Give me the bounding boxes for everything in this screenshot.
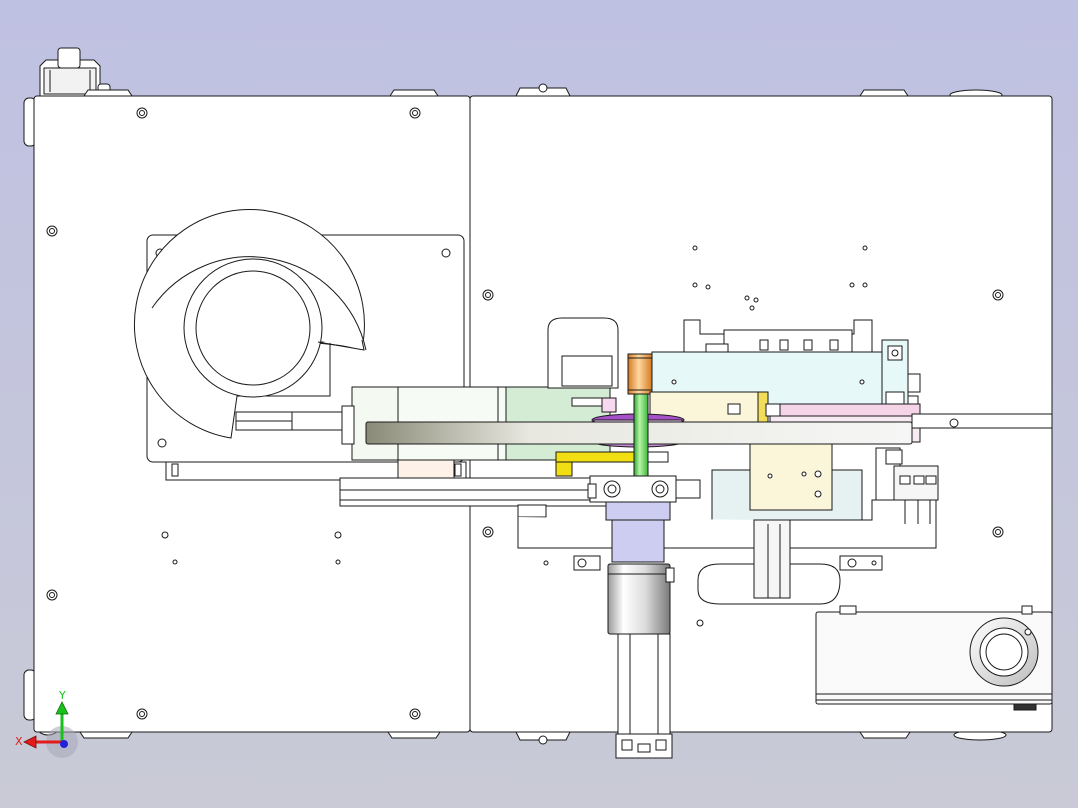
cyan-module-frame <box>683 319 873 357</box>
top-mounting-tabs <box>83 83 909 97</box>
pneumatic-cylinder-right[interactable] <box>697 519 841 605</box>
slide-block[interactable] <box>587 475 701 503</box>
axis-triad: Y X <box>15 689 78 758</box>
pink-spacer-plate <box>769 403 921 417</box>
vertical-shaft[interactable] <box>633 393 649 479</box>
stepper-motor[interactable] <box>605 501 675 635</box>
aluminum-extrusion <box>615 633 673 759</box>
hinge-bracket-top-left <box>39 47 111 97</box>
axis-x-label: X <box>15 735 23 748</box>
base-plate-holes <box>46 107 1004 720</box>
cream-gripper-block[interactable] <box>571 391 781 425</box>
spiral-feeder-bowl[interactable] <box>133 208 367 439</box>
linear-guide-rails <box>339 477 609 507</box>
axis-y-label: Y <box>58 689 66 702</box>
left-slide-rail <box>165 411 467 481</box>
light-source-unit[interactable] <box>815 605 1053 711</box>
cable-slot-bracket <box>547 317 619 389</box>
sensor-terminal-block[interactable] <box>875 447 939 524</box>
bottom-mounting-tabs <box>79 731 911 745</box>
orange-standoff <box>627 353 653 395</box>
